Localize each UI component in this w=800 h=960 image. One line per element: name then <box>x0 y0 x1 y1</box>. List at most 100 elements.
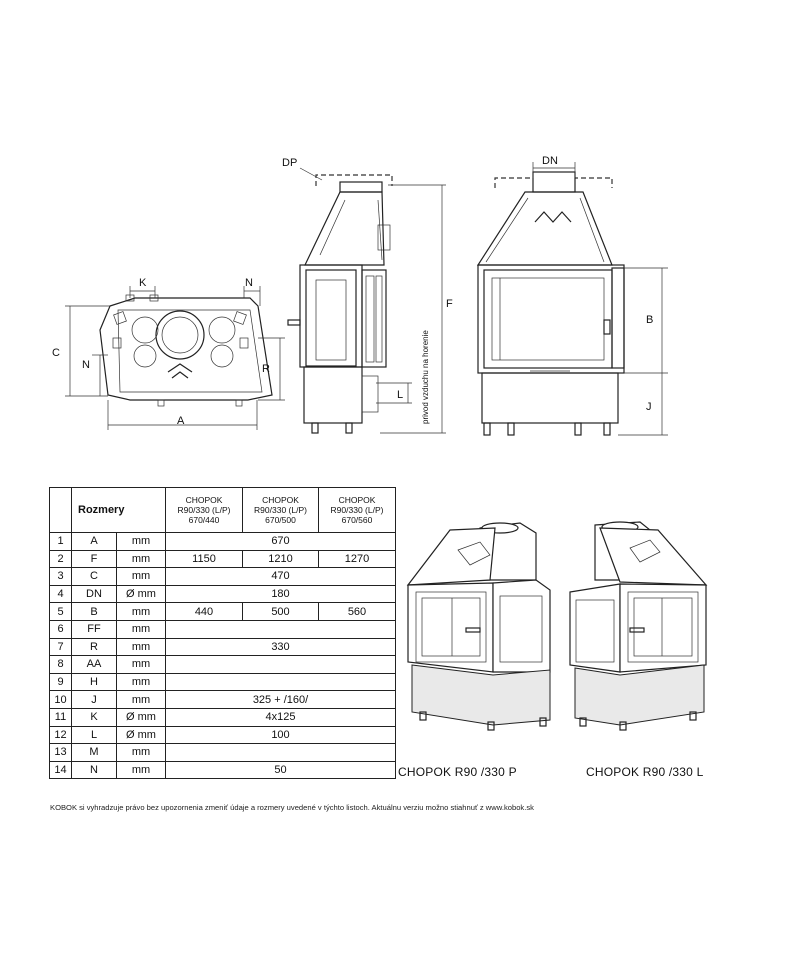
row-code: FF <box>71 619 117 639</box>
row-code: J <box>71 690 117 709</box>
row-unit: mm <box>116 567 166 586</box>
label-b: B <box>646 314 653 326</box>
row-value: 180 <box>165 584 396 604</box>
footer-note: KOBOK si vyhradzuje právo bez upozorneni… <box>50 803 534 812</box>
label-c: C <box>52 347 60 359</box>
row-code: A <box>71 532 117 551</box>
label-dn: DN <box>542 155 558 167</box>
label-r: R <box>262 363 270 375</box>
row-number: 8 <box>49 655 72 674</box>
row-unit: mm <box>116 602 166 621</box>
row-number: 11 <box>49 707 72 727</box>
header-empty <box>49 487 72 533</box>
row-unit: mm <box>116 532 166 551</box>
row-value: 560 <box>318 602 396 621</box>
row-number: 3 <box>49 567 72 586</box>
row-code: H <box>71 672 117 692</box>
row-number: 4 <box>49 584 72 604</box>
row-code: L <box>71 725 117 745</box>
table-title: Rozmery <box>71 487 166 533</box>
row-number: 14 <box>49 760 72 780</box>
row-value <box>165 619 396 639</box>
row-value: 670 <box>165 532 396 551</box>
front-view: DN B J <box>476 155 668 436</box>
row-unit: Ø mm <box>116 707 166 727</box>
row-value: 1210 <box>242 549 319 569</box>
row-value: 4x125 <box>165 707 396 727</box>
row-code: K <box>71 707 117 727</box>
row-number: 12 <box>49 725 72 745</box>
row-value <box>165 743 396 762</box>
row-value <box>165 655 396 674</box>
row-value: 440 <box>165 602 243 621</box>
row-code: F <box>71 549 117 569</box>
row-unit: mm <box>116 760 166 780</box>
row-value: 1150 <box>165 549 243 569</box>
row-unit: mm <box>116 619 166 639</box>
row-code: AA <box>71 655 117 674</box>
caption-left-version: CHOPOK R90 /330 L <box>586 765 704 779</box>
row-unit: mm <box>116 743 166 762</box>
row-code: N <box>71 760 117 780</box>
top-view: C N A K N R <box>52 277 285 430</box>
row-value: 50 <box>165 760 396 780</box>
row-number: 7 <box>49 637 72 657</box>
label-j: J <box>646 401 652 413</box>
iso-view-l <box>569 521 708 731</box>
row-value: 325 + /160/ <box>165 690 396 709</box>
row-code: C <box>71 567 117 586</box>
row-unit: mm <box>116 637 166 657</box>
caption-right-version: CHOPOK R90 /330 P <box>398 765 517 779</box>
row-code: DN <box>71 584 117 604</box>
row-number: 9 <box>49 672 72 692</box>
label-n-top: N <box>245 277 253 289</box>
row-value: 100 <box>165 725 396 745</box>
row-unit: mm <box>116 655 166 674</box>
row-unit: mm <box>116 690 166 709</box>
row-code: R <box>71 637 117 657</box>
row-value: 330 <box>165 637 396 657</box>
row-value: 500 <box>242 602 319 621</box>
row-number: 5 <box>49 602 72 621</box>
row-unit: Ø mm <box>116 584 166 604</box>
side-view: DP F L privod vzduchu na horenie <box>282 157 453 434</box>
row-unit: mm <box>116 672 166 692</box>
row-unit: mm <box>116 549 166 569</box>
row-number: 6 <box>49 619 72 639</box>
row-value: 1270 <box>318 549 396 569</box>
row-number: 10 <box>49 690 72 709</box>
row-value <box>165 672 396 692</box>
row-code: B <box>71 602 117 621</box>
label-dp: DP <box>282 157 297 169</box>
label-f: F <box>446 298 453 310</box>
row-number: 1 <box>49 532 72 551</box>
label-k: K <box>139 277 147 289</box>
row-code: M <box>71 743 117 762</box>
label-l: L <box>397 389 403 401</box>
row-unit: Ø mm <box>116 725 166 745</box>
label-a: A <box>177 415 185 427</box>
row-number: 13 <box>49 743 72 762</box>
label-air-inlet: privod vzduchu na horenie <box>421 330 430 424</box>
iso-view-p <box>406 522 551 731</box>
